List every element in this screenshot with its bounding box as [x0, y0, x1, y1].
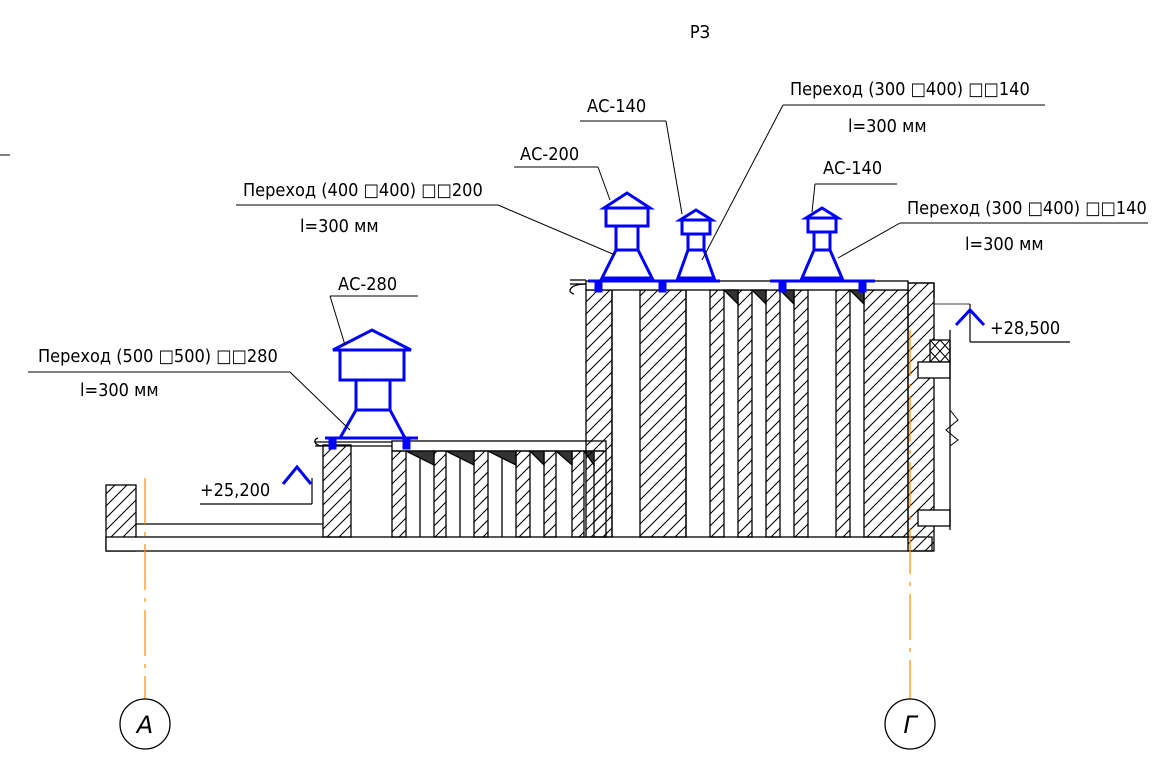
label-ac140-b: АС-140	[823, 158, 882, 179]
leader-lines	[28, 104, 1148, 431]
label-transition-300-a: Переход (300 □400) □□140	[790, 79, 1030, 100]
label-transition-500-length: l=300 мм	[80, 380, 159, 401]
label-ac280: АС-280	[338, 274, 397, 295]
label-transition-500: Переход (500 □500) □□280	[38, 346, 278, 367]
axis-bubble-a	[119, 698, 171, 750]
low-roof-slab	[391, 440, 607, 452]
label-transition-400: Переход (400 □400) □□200	[243, 180, 483, 201]
bottom-slab	[105, 536, 933, 552]
building-section	[105, 279, 959, 552]
elevation-arrow-high	[954, 307, 986, 327]
high-roof-slab	[585, 280, 909, 291]
vent-units	[325, 191, 875, 450]
label-transition-400-length: l=300 мм	[300, 216, 379, 237]
label-transition-300-b-length: l=300 мм	[965, 234, 1044, 255]
label-transition-300-b: Переход (300 □400) □□140	[907, 198, 1147, 219]
low-block-wall	[322, 444, 352, 538]
deflector-ac140b-icon	[799, 206, 845, 280]
sheet-title: РЗ	[690, 22, 710, 43]
label-transition-300-a-length: l=300 мм	[848, 116, 927, 137]
elevation-arrow-low	[281, 464, 313, 485]
axis-bubble-g	[884, 698, 936, 750]
deflector-ac280-icon	[325, 328, 418, 450]
label-ac200: АС-200	[520, 144, 579, 165]
axis-label-g: Г	[903, 711, 918, 739]
axis-markers: А Г	[119, 330, 936, 750]
deflector-ac200-icon	[598, 191, 656, 280]
elevation-high: +28,500	[990, 318, 1060, 339]
high-block-left-wall	[585, 289, 613, 538]
label-ac140-a: АС-140	[587, 96, 646, 117]
elevation-low: +25,200	[200, 480, 270, 501]
deflector-ac140a-icon	[674, 208, 718, 280]
axis-label-a: А	[135, 711, 153, 739]
